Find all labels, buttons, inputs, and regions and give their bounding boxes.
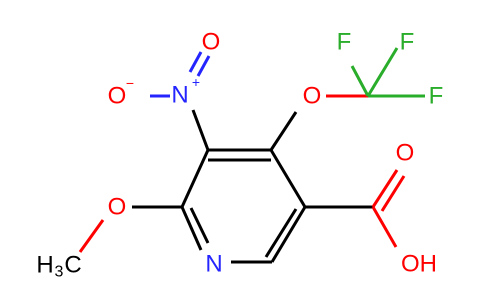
bond-c4-o-ether	[269, 111, 298, 151]
ring-bond-c5-c6-inner	[264, 208, 298, 258]
atom-label-f-left: F	[337, 29, 352, 56]
ring-bond-c4-c5	[269, 149, 307, 208]
bond-n-o-double	[188, 51, 203, 73]
methoxy-group	[78, 205, 182, 253]
bond-o-methyl	[78, 219, 105, 253]
atom-label-methyl: H 3 C	[36, 252, 81, 281]
atom-label-nitro-minus: −	[126, 75, 134, 91]
ring-bond-n1-c2-inner	[189, 207, 210, 244]
ring-bond-c5-c6	[270, 206, 307, 263]
bond-c-f-left	[350, 65, 370, 97]
bond-c-oh	[371, 206, 398, 248]
bond-c-o-double-inner	[380, 175, 406, 212]
bond-c3-n-nitro	[191, 109, 210, 151]
atom-label-methyl-3: 3	[55, 264, 64, 281]
atom-label-f-right: F	[400, 29, 415, 56]
atom-label-nitro-n: N	[171, 82, 188, 109]
bond-n-o-double-inner	[196, 55, 211, 77]
nitro-group	[150, 51, 211, 151]
bond-c-o-double	[371, 169, 399, 208]
atom-label-nitro-o-left: O	[108, 83, 127, 110]
atom-label-nitro-plus: +	[192, 74, 200, 90]
carboxylic-acid-group	[305, 169, 406, 248]
ring-bond-n1-c2	[180, 206, 203, 251]
atom-label-methyl-c: C	[64, 252, 81, 279]
bond-c-f-right	[366, 47, 399, 97]
atom-label-methoxy-o: O	[108, 194, 127, 221]
pyridine-ring	[180, 148, 307, 264]
atom-label-carbonyl-o: O	[396, 140, 415, 167]
atom-label-ring-n: N	[205, 251, 222, 278]
atom-label-ether-o: O	[303, 83, 322, 110]
atom-label-methyl-h: H	[36, 252, 53, 279]
atom-label-f-bottom: F	[429, 83, 444, 110]
trifluoromethoxy-group	[269, 47, 425, 151]
ring-bond-c2-c3	[180, 149, 210, 208]
atom-label-nitro-o-top: O	[202, 29, 221, 56]
atom-label-hydroxyl: OH	[401, 251, 437, 278]
